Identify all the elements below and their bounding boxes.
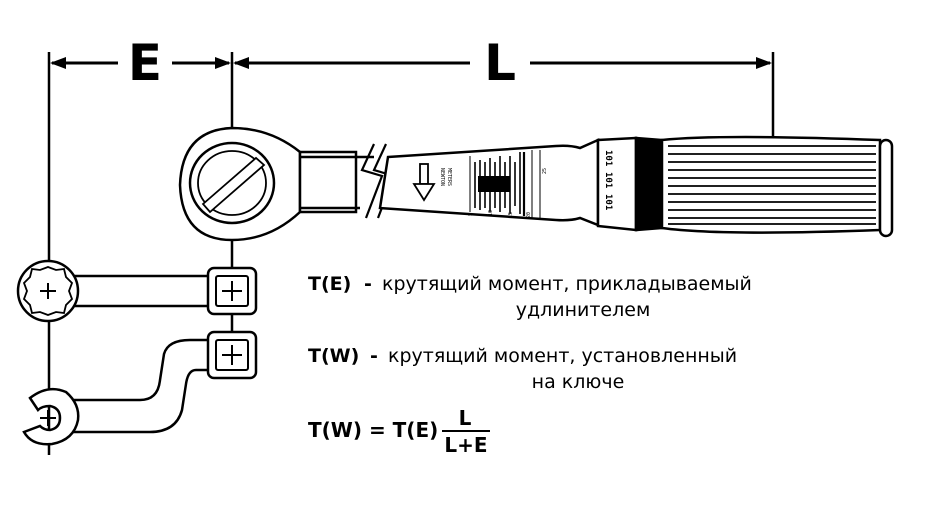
- legend-separator-tw: -: [370, 345, 378, 367]
- arrow-l-right: [756, 57, 772, 69]
- plus-crosshair-icon: [222, 281, 242, 301]
- formula-denominator: L+E: [444, 433, 487, 457]
- arrow-e-left: [50, 57, 66, 69]
- plus-crosshair-icon: [222, 345, 242, 365]
- handle-mark-1: 101: [603, 150, 613, 166]
- torque-formula: T(W) = T(E) L L+E: [308, 406, 490, 457]
- legend-symbol-te: T(E): [308, 273, 351, 295]
- legend-text-tw-line2: на ключе: [532, 371, 625, 393]
- dimension-arrows: [50, 57, 772, 69]
- scale-tick-label-3: 15: [508, 212, 514, 218]
- handle-knurl: [634, 136, 664, 232]
- grip-ridges: [668, 145, 876, 225]
- legend-item-te: T(E) - крутящий момент, прикладываемый у…: [308, 273, 752, 321]
- wrench-neck: [298, 150, 358, 214]
- crowfoot-extension-bar: [58, 338, 222, 434]
- legend-symbol-tw: T(W): [308, 345, 359, 367]
- legend-text-te-line2: удлинителем: [516, 299, 651, 321]
- ring-extension: [16, 259, 258, 323]
- ring-extension-bar: [70, 274, 222, 308]
- plus-crosshair-icon: [40, 410, 56, 426]
- scale-unit-line2: METERS: [446, 168, 452, 186]
- torque-scale: [469, 150, 541, 218]
- scale-tick-label-4: 20: [526, 212, 532, 218]
- scale-tick-label-1: 5: [468, 213, 474, 216]
- formula-left-side: T(W) = T(E): [308, 418, 438, 442]
- wrench-shaft-left: [300, 155, 374, 210]
- plus-crosshair-icon: [40, 283, 56, 299]
- formula-numerator: L: [459, 406, 472, 430]
- handle-mark-2: 101: [603, 172, 613, 188]
- legend-text-te-line1: крутящий момент, прикладываемый: [382, 273, 752, 295]
- legend-separator-te: -: [364, 273, 372, 295]
- crowfoot-jaw: [22, 387, 80, 446]
- arrow-e-right: [215, 57, 231, 69]
- scale-tick-label-2: 10: [488, 210, 494, 216]
- arrow-down-icon: [412, 163, 436, 202]
- handle-mark-3: 101: [603, 194, 613, 210]
- handle-endcap: [878, 138, 894, 238]
- scale-tick-label-5: 25: [542, 168, 548, 174]
- scale-unit-line1: NEWTON: [439, 168, 445, 186]
- legend: T(E) - крутящий момент, прикладываемый у…: [308, 273, 752, 393]
- dim-label-e: E: [128, 34, 162, 92]
- crowfoot-extension: [22, 330, 258, 446]
- ratchet-lever: [201, 156, 266, 214]
- legend-text-tw-line1: крутящий момент, установленный: [388, 345, 737, 367]
- dimension-lines: [47, 52, 775, 455]
- dim-label-l: L: [484, 34, 516, 92]
- legend-item-tw: T(W) - крутящий момент, установленный на…: [308, 345, 737, 393]
- arrow-l-left: [233, 57, 249, 69]
- wrench-scale-labels: NEWTON METERS 5 10 15 20 25 101 101 101: [439, 150, 613, 218]
- torque-wrench: [178, 126, 894, 242]
